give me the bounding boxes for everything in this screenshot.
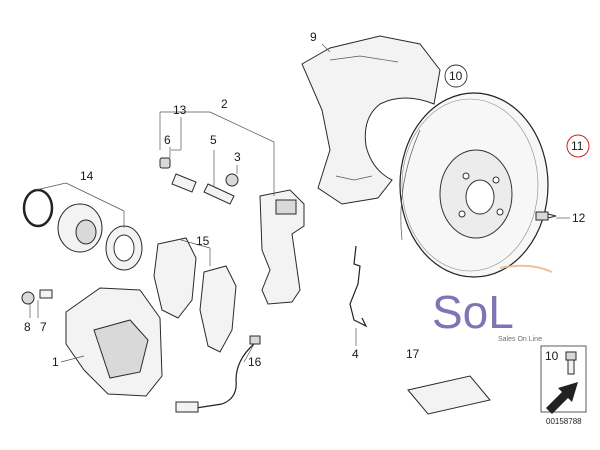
inset-bolt-icon [565,351,577,375]
protective-cap [159,157,171,169]
doc-number: 00158788 [546,417,582,426]
caliper-carrier [259,189,305,305]
guide-pin [171,173,197,193]
leader-lines [29,43,570,363]
callout-14: 14 [80,169,94,183]
callout-labels: 1 2 3 4 5 6 7 8 9 12 13 14 15 16 17 [24,30,586,369]
brake-caliper [65,287,163,397]
callout-13: 13 [173,103,187,117]
brake-pad-outer [199,265,237,353]
callout-10-circled: 10 [444,64,468,88]
callout-8: 8 [24,320,31,334]
dust-shield [301,35,441,205]
brake-pad-inner [153,237,197,319]
caliper-piston [57,203,103,253]
callout-16: 16 [248,355,262,369]
anti-rattle-spring [349,245,368,328]
callout-5: 5 [210,133,217,147]
brake-wear-sensor [175,335,261,413]
svg-text:10: 10 [449,69,463,83]
svg-text:11: 11 [571,139,584,153]
caliper-seal-ring [22,188,54,228]
callout-11-highlighted: 11 [566,134,590,158]
callout-7: 7 [40,320,47,334]
svg-text:Sales On Line: Sales On Line [498,336,542,343]
callout-9: 9 [310,30,317,44]
svg-text:SoL: SoL [432,286,514,338]
callout-12: 12 [572,211,586,225]
grease-packet [407,375,491,415]
callout-17: 17 [406,347,420,361]
brake-disc [399,92,549,278]
wheel-bolt [535,211,557,221]
callout-6: 6 [164,133,171,147]
inset-label: 10 [545,349,559,363]
callout-2: 2 [221,97,228,111]
guide-bolt [203,173,239,205]
piston-dust-boot [105,225,143,271]
sol-logo-watermark: SoL Sales On Line [432,264,553,343]
inset-arrow-icon [546,382,578,414]
bleed-screw [21,289,53,305]
callout-1: 1 [52,355,59,369]
callout-15: 15 [196,234,210,248]
inset-box-part-10: 10 [540,345,587,414]
callout-4: 4 [352,347,359,361]
callout-3: 3 [234,150,241,164]
